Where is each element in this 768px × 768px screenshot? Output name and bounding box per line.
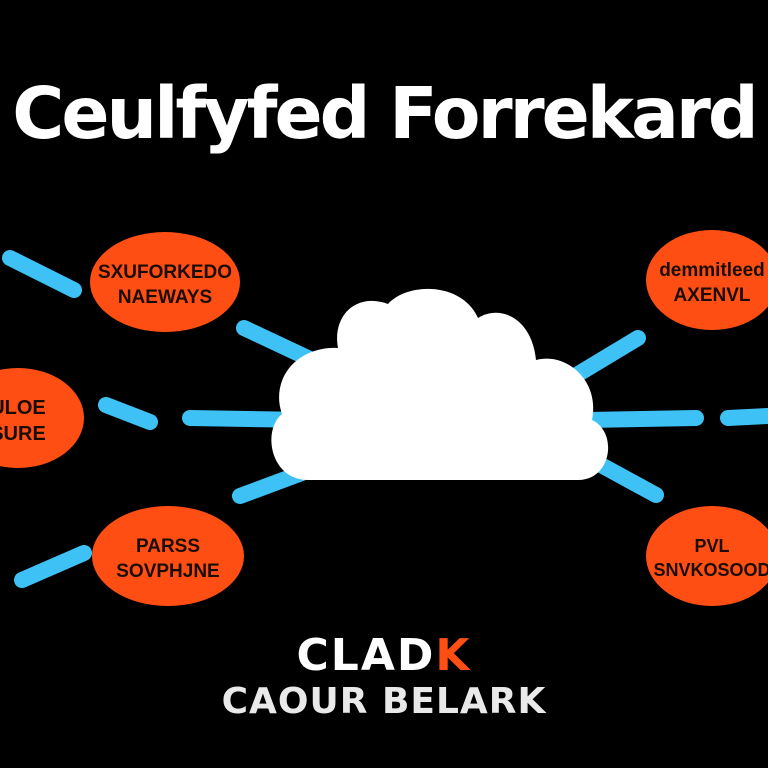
node-bottom-left: PARSS SOVPHJNE xyxy=(92,506,244,606)
node-bubble xyxy=(90,232,240,332)
node-mid-left: ULOE SURE xyxy=(0,368,84,468)
node-label: SXUFORKEDO xyxy=(98,262,232,283)
node-bubble xyxy=(92,506,244,606)
node-label: PVL xyxy=(694,536,729,556)
node-label: PARSS xyxy=(136,536,200,557)
node-bubble xyxy=(646,230,768,330)
node-label: NAEWAYS xyxy=(118,287,212,308)
node-group: SXUFORKEDO NAEWAYS ULOE SURE PARSS SOVPHJNE de… xyxy=(0,230,768,606)
connector-arrow xyxy=(578,410,704,428)
node-label: SOVPHJNE xyxy=(116,561,219,582)
brand-wordmark-main: CLAD xyxy=(296,630,436,681)
node-bottom-right: PVL SNVKOSOOD xyxy=(646,506,768,606)
connector-arrow xyxy=(236,320,320,368)
cloud-icon xyxy=(271,288,609,480)
connector-arrow xyxy=(98,397,158,430)
node-label: ULOE xyxy=(0,397,46,419)
connector-arrow xyxy=(2,250,82,298)
brand-wordmark: CLADK xyxy=(0,630,768,681)
node-label: SNVKOSOOD xyxy=(653,560,768,580)
brand-wordmark-accent: K xyxy=(435,630,472,681)
connector-arrow xyxy=(14,545,92,588)
node-label: demmitleed xyxy=(659,260,765,281)
brand-tagline: CAOUR BELARK xyxy=(221,681,547,722)
connector-arrow xyxy=(720,408,768,426)
diagram-title: Ceulfyfed Forrekard xyxy=(12,72,758,155)
node-top-left: SXUFORKEDO NAEWAYS xyxy=(90,232,240,332)
node-label: SURE xyxy=(0,423,46,445)
node-bubble xyxy=(646,506,768,606)
node-bubble xyxy=(0,368,84,468)
node-label: AXENVL xyxy=(673,285,750,306)
